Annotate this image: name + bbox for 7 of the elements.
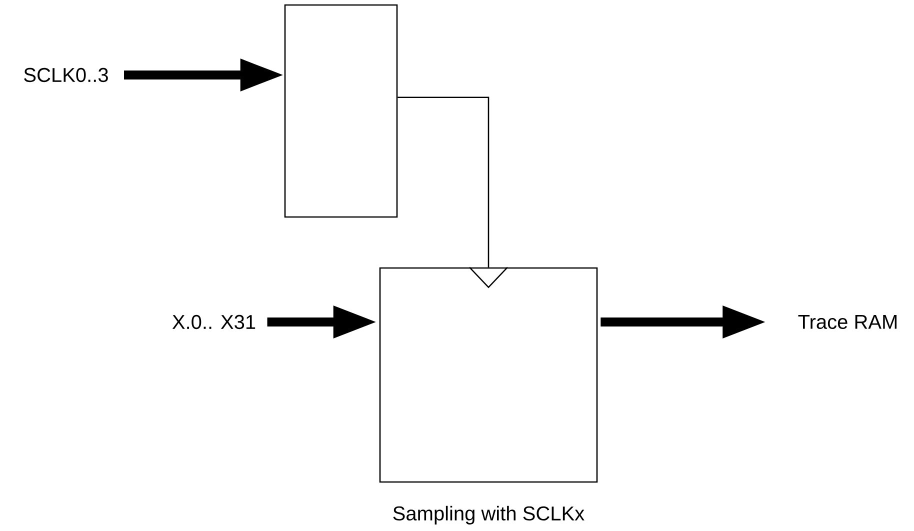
signal-label: Trace RAM <box>798 315 897 329</box>
block-box <box>284 4 398 218</box>
block-box <box>379 267 598 483</box>
signal-label: SCLK0..3 <box>24 68 108 82</box>
signal-label: X.0.. X31 <box>172 314 256 330</box>
box-caption: Sampling with SCLKx <box>393 506 584 524</box>
clock-line <box>397 96 508 288</box>
